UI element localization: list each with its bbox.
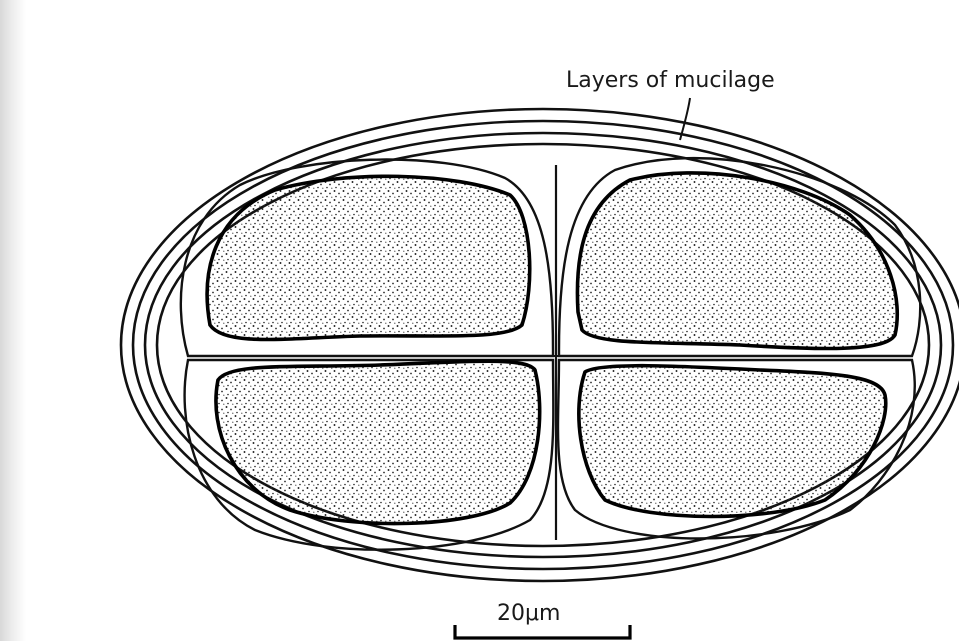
- protoplast-top-right: [577, 173, 897, 349]
- protoplast-top-left: [207, 176, 530, 339]
- scale-bar-label: 20μm: [497, 601, 560, 626]
- scale-bar: 20μm: [455, 601, 630, 638]
- protoplast-bottom-right: [579, 366, 886, 517]
- label-layers-of-mucilage: Layers of mucilage: [566, 68, 775, 93]
- protoplast-bottom-left: [216, 361, 540, 523]
